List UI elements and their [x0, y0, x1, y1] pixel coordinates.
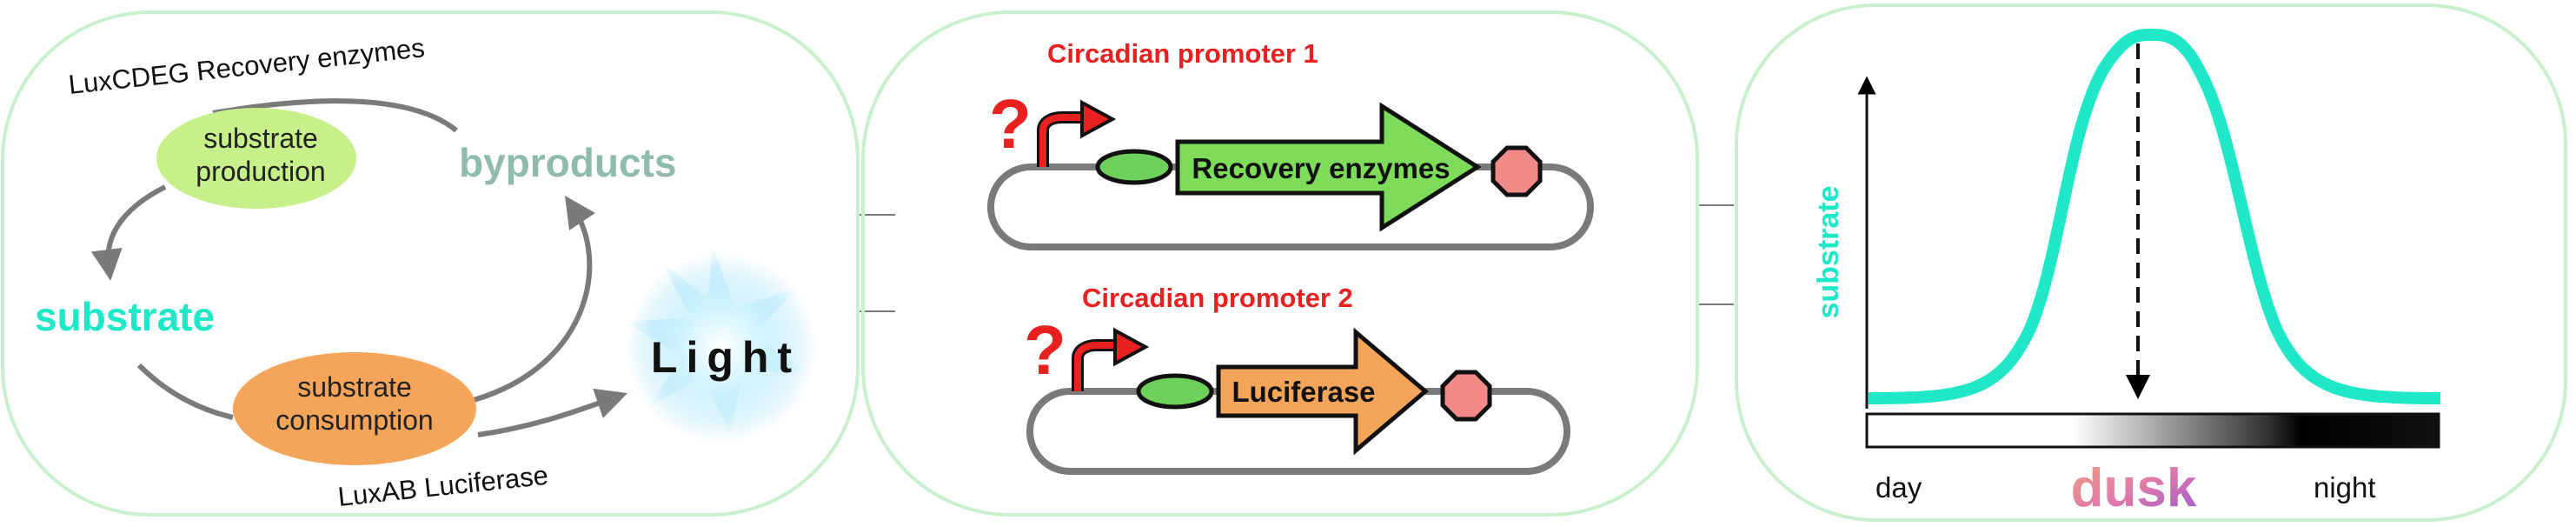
production-label-line1: substrate — [203, 123, 318, 154]
consumption-label-line1: substrate — [297, 371, 412, 403]
cycle-arrow-consumption-to-byproducts — [473, 196, 595, 403]
substrate-production-node — [156, 108, 356, 209]
light-burst-icon — [626, 243, 817, 444]
day-night-bar — [1865, 412, 2440, 449]
promoter-arrowhead-2-icon — [1113, 327, 1150, 367]
promoter-arrowhead-1-icon — [1080, 99, 1117, 139]
rbs-2 — [1136, 373, 1214, 410]
byproducts-label: byproducts — [459, 140, 676, 185]
cycle-arrow-substrate-to-consumption — [136, 363, 234, 420]
substrate-consumption-node — [233, 352, 476, 465]
recovery-enzymes-label: LuxCDEG Recovery enzymes — [67, 32, 426, 100]
gene-2-label: Luciferase — [1232, 376, 1375, 408]
production-label-line2: production — [196, 156, 325, 187]
terminator-1-icon — [1490, 145, 1543, 197]
day-label: day — [1876, 471, 1922, 504]
promoter-1-label: Circadian promoter 1 — [1047, 38, 1318, 69]
terminator-2-icon — [1440, 370, 1492, 422]
gene-luciferase — [1216, 327, 1429, 456]
construct-1: ? Circadian promoter 1 Recovery enzymes — [987, 38, 1594, 250]
unknown-mark-1: ? — [989, 85, 1032, 163]
substrate-label: substrate — [35, 294, 215, 339]
construct-2: ? Circadian promoter 2 Luciferase — [1024, 283, 1570, 475]
substrate-curve — [1868, 28, 2441, 404]
dusk-label: dusk — [2071, 458, 2197, 518]
panel-cycle — [1, 10, 860, 517]
rbs-1 — [1095, 149, 1173, 185]
promoter-2-label: Circadian promoter 2 — [1082, 283, 1353, 313]
unknown-mark-2: ? — [1024, 311, 1066, 389]
cycle-arrow-production-to-byproducts — [212, 98, 458, 133]
promoter-arrow-1-icon — [1037, 111, 1086, 167]
panel-constructs — [861, 10, 1699, 517]
y-axis-label: substrate — [1812, 185, 1845, 318]
light-label: Light — [651, 333, 800, 382]
cycle-arrow-consumption-to-light — [477, 388, 628, 437]
cycle-arrow-production-to-substrate — [90, 184, 167, 281]
gene-recovery-enzymes — [1175, 102, 1482, 232]
panel-daily-profile — [1735, 3, 2567, 522]
consumption-label-line2: consumption — [276, 404, 433, 436]
night-label: night — [2314, 471, 2376, 504]
gene-1-label: Recovery enzymes — [1192, 152, 1450, 184]
luciferase-enzyme-label: LuxAB Luciferase — [336, 460, 549, 512]
